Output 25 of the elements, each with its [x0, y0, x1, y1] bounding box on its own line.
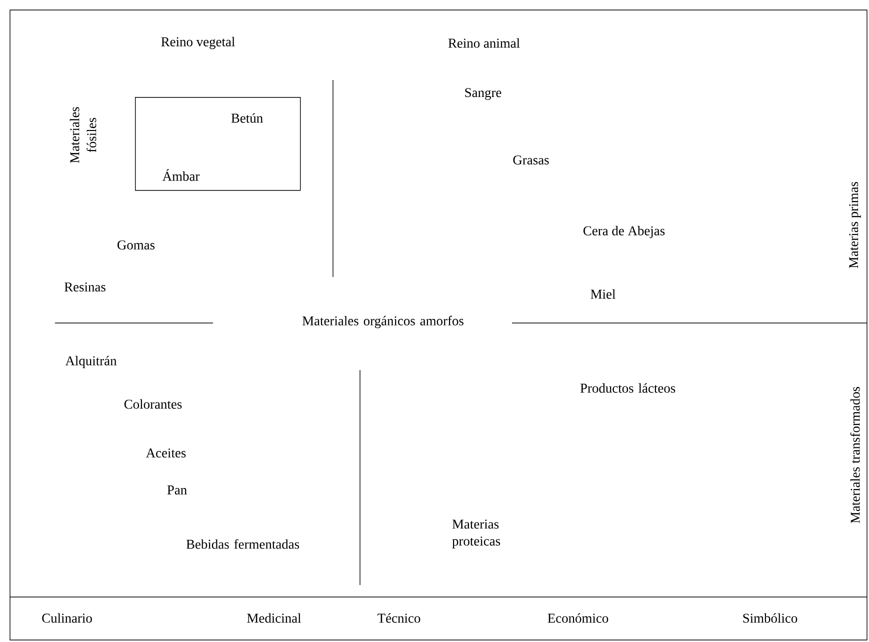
use-label: Culinario — [42, 613, 92, 623]
item-label: Gomas — [118, 240, 155, 250]
fossil-materials-box: Materiales fósiles Betún Ámbar — [70, 97, 301, 191]
item-label: Pan — [167, 486, 187, 494]
axis-label: Materias primas — [849, 182, 861, 268]
item-label: Grasas — [513, 155, 549, 164]
use-label: Económico — [548, 613, 608, 623]
item-label: Bebidas fermentadas — [186, 539, 300, 549]
heading: Reino animal — [448, 38, 520, 48]
item-label: Productos lácteos — [580, 383, 676, 393]
item-label: Aceites — [146, 448, 186, 458]
item-label: Resinas — [64, 282, 106, 292]
use-label: Medicinal — [247, 613, 301, 623]
node-label: Materiales fósiles — [70, 107, 96, 163]
use-label: Simbólico — [743, 613, 798, 623]
item-label: Colorantes — [124, 399, 182, 409]
item-label: Miel — [590, 289, 616, 299]
item-label: Alquitrán — [65, 356, 117, 368]
use-label: Técnico — [378, 613, 420, 623]
axis-label: Materiales transformados — [850, 386, 860, 524]
item-label: Sangre — [465, 88, 502, 100]
item-label: Materias proteicas — [452, 520, 500, 548]
item-label: Cera de Abejas — [583, 226, 665, 238]
central-label: Materiales orgánicos amorfos — [302, 316, 464, 328]
heading: Reino vegetal — [161, 36, 235, 50]
